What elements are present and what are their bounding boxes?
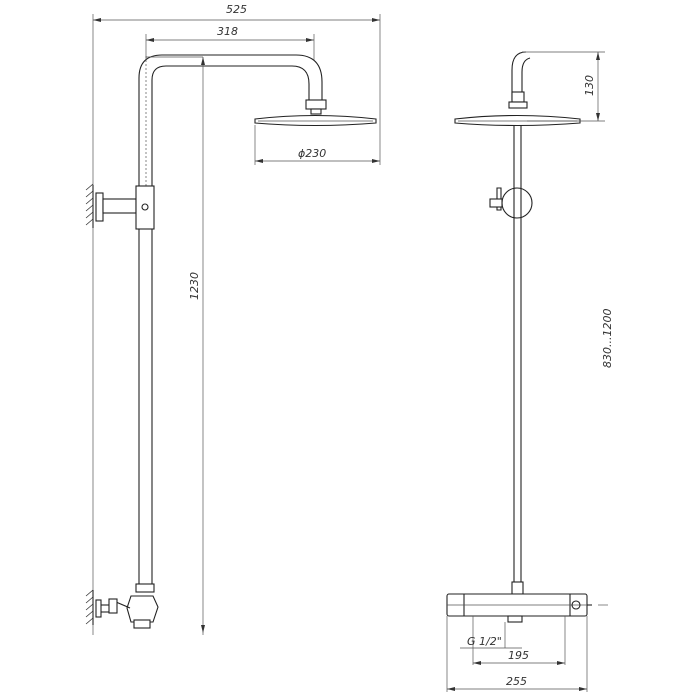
dim-total-height: 1230 xyxy=(188,272,201,300)
dim-overall-width: 525 xyxy=(226,3,247,16)
dim-arm-reach: 318 xyxy=(217,25,238,38)
side-view: 525 318 ϕ230 1230 xyxy=(85,3,381,635)
front-view: 130 830...1200 G 1/2" xyxy=(446,51,614,692)
dim-bar-width-inner: 195 xyxy=(508,649,529,662)
dim-bar-width-outer: 255 xyxy=(506,675,527,688)
dim-adjust-range: 830...1200 xyxy=(601,309,614,368)
dim-head-diameter: ϕ230 xyxy=(298,147,326,160)
dim-thread-size: G 1/2" xyxy=(467,635,502,648)
dim-head-drop: 130 xyxy=(583,75,596,96)
